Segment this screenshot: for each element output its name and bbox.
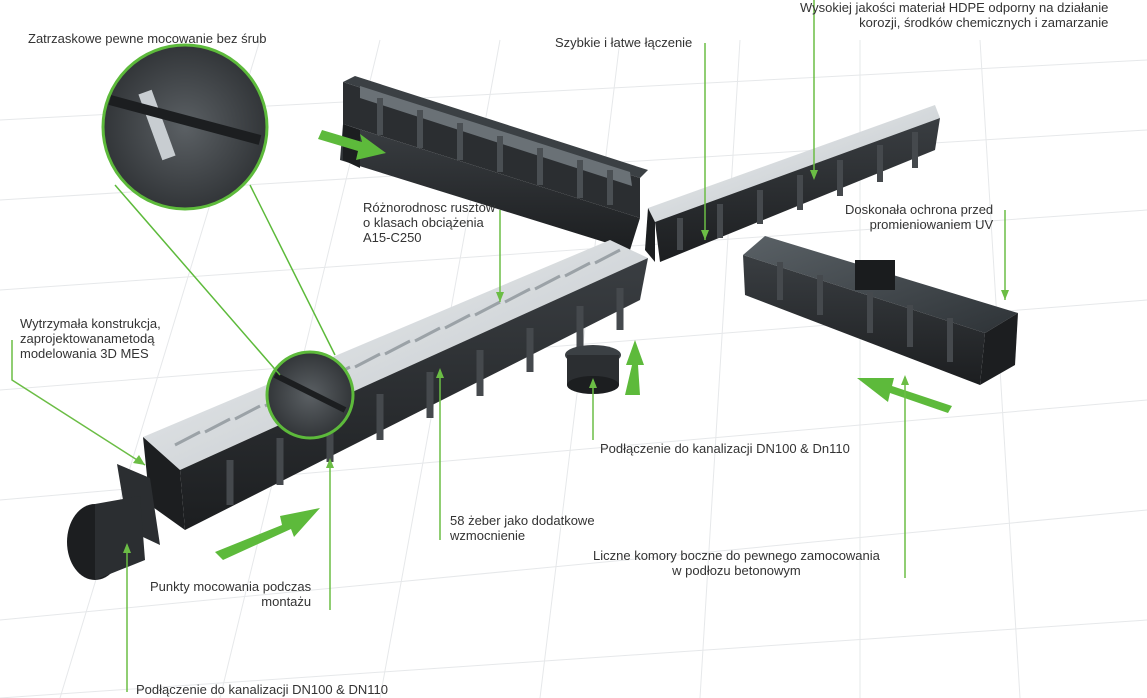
callout-construction: Wytrzymała konstrukcja, zaprojektowaname… — [20, 316, 161, 361]
callout-grate-classes: Różnorodnosc rusztów o klasach obciążeni… — [363, 200, 496, 245]
callout-sewer-bottom: Podłączenie do kanalizacji DN100 & DN110 — [136, 682, 388, 697]
callout-lines — [11, 0, 1006, 692]
callout-hdpe-material: Wysokiej jakości materiał HDPE odporny n… — [800, 0, 1109, 30]
callout-uv-protection: Doskonała ochrona przed promieniowaniem … — [845, 202, 994, 232]
callout-sewer-center: Podłączenie do kanalizacji DN100 & Dn110 — [600, 441, 850, 456]
outlet-pipe — [67, 464, 160, 580]
callout-arrowheads — [123, 170, 1009, 553]
callout-side-chambers: Liczne komory boczne do pewnego zamocowa… — [593, 548, 880, 578]
channel-top-right — [645, 105, 940, 262]
callout-mount-points: Punkty mocowania podczas montażu — [150, 579, 312, 609]
channel-top-left — [340, 76, 648, 250]
callout-ribs: 58 żeber jako dodatkowe wzmocnienie — [450, 513, 595, 543]
callout-snap-fixing: Zatrzaskowe pewne mocowanie bez śrub — [28, 31, 267, 46]
callout-fast-connection: Szybkie i łatwe łączenie — [555, 35, 693, 50]
magnifier-circle — [101, 43, 355, 440]
channel-right — [743, 236, 1018, 385]
